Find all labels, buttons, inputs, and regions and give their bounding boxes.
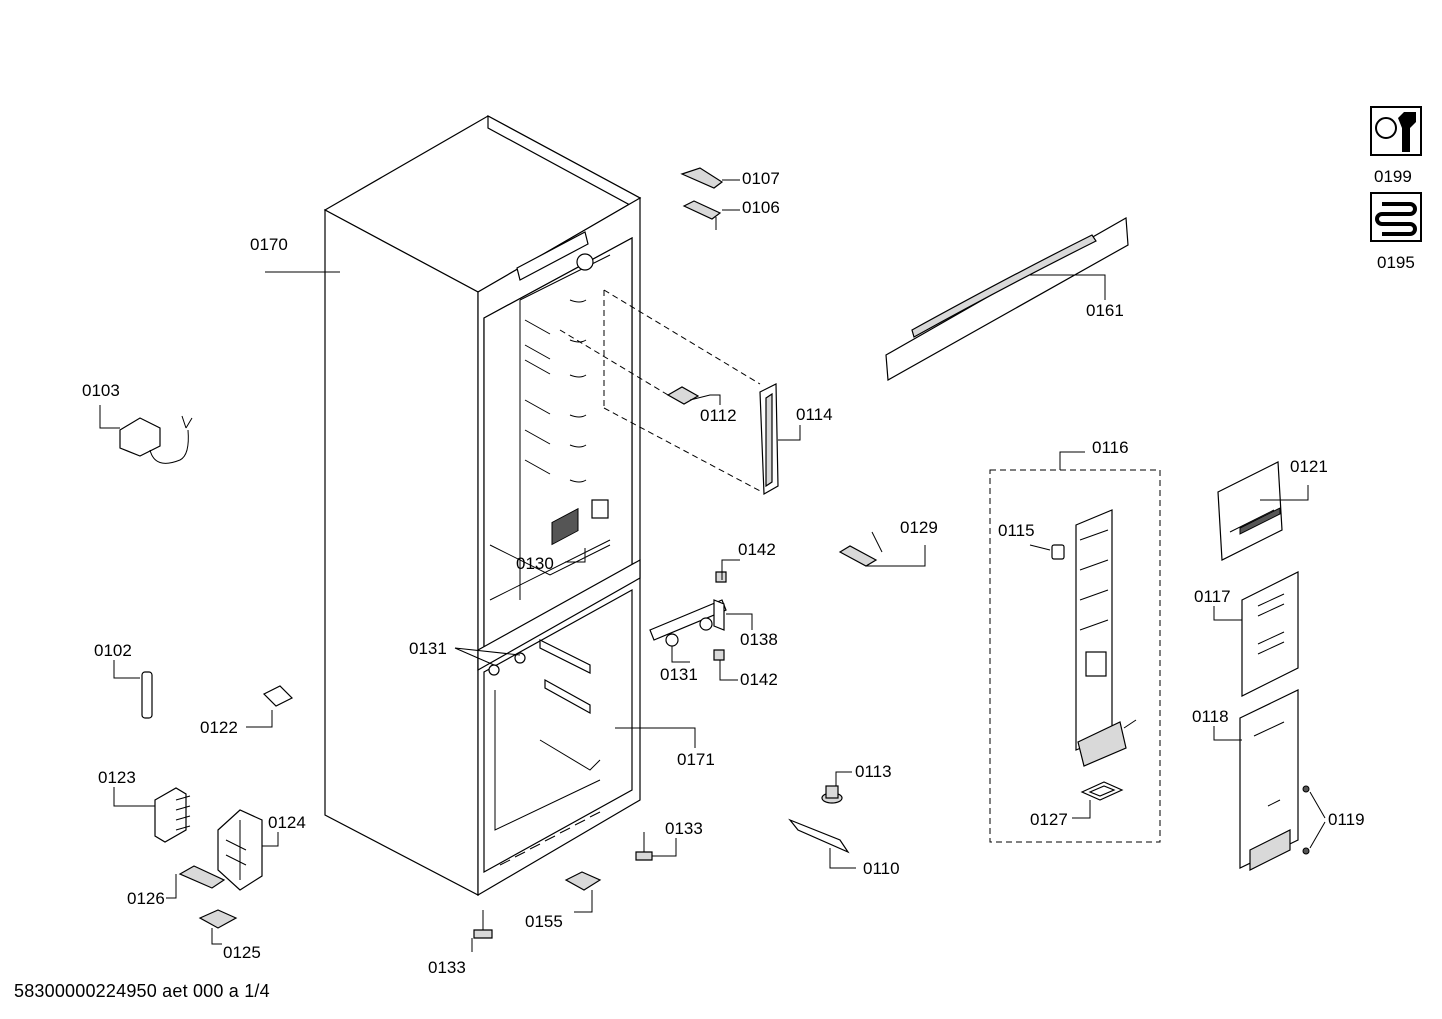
label-0113: 0113	[855, 762, 892, 781]
label-0155: 0155	[525, 912, 563, 931]
label-0112: 0112	[700, 406, 737, 425]
label-0142-top: 0142	[738, 540, 776, 559]
label-0122: 0122	[200, 718, 238, 737]
vent-grille-0121	[1217, 461, 1309, 561]
panel-0118	[1213, 689, 1299, 871]
label-0114: 0114	[796, 405, 833, 424]
part-0113	[821, 771, 852, 804]
part-0123	[113, 787, 191, 843]
label-0195: 0195	[1377, 253, 1415, 272]
label-0125: 0125	[223, 943, 261, 962]
label-0126: 0126	[127, 889, 165, 908]
label-0131-left: 0131	[409, 639, 447, 658]
label-0199: 0199	[1374, 167, 1412, 186]
door-trim-0161	[885, 217, 1129, 381]
hinge-bracket-0106	[682, 200, 740, 230]
part-0125	[198, 909, 238, 945]
hinge-cover-0107	[680, 167, 740, 189]
label-0129: 0129	[900, 518, 938, 537]
label-0102: 0102	[94, 641, 132, 660]
label-0133-upper: 0133	[665, 819, 703, 838]
part-0129	[838, 531, 926, 567]
label-0170: 0170	[250, 235, 288, 254]
part-0102	[113, 660, 153, 719]
label-0161: 0161	[1086, 301, 1124, 320]
board-0124	[217, 809, 279, 891]
lamp-0112	[666, 386, 721, 405]
label-0142-bottom: 0142	[740, 670, 778, 689]
panel-0117	[1213, 571, 1299, 697]
label-0131-right: 0131	[660, 665, 698, 684]
refrigerant-coil-icon	[1370, 192, 1422, 242]
label-0123: 0123	[98, 768, 136, 787]
label-0121: 0121	[1290, 457, 1328, 476]
label-0110: 0110	[863, 859, 900, 878]
control-module-0116	[989, 451, 1161, 843]
part-0126	[166, 865, 226, 899]
part-0122	[246, 685, 294, 728]
part-0155	[564, 871, 602, 913]
screws-0131	[454, 647, 526, 676]
label-0127: 0127	[1030, 810, 1068, 829]
label-0106: 0106	[742, 198, 780, 217]
foot-0133-lower	[471, 910, 493, 952]
document-id: 58300000224950 aet 000 a 1/4	[14, 981, 270, 1001]
label-0124: 0124	[268, 813, 306, 832]
label-0138: 0138	[740, 630, 778, 649]
label-0133-lower: 0133	[428, 958, 466, 977]
label-0116: 0116	[1092, 438, 1129, 457]
bracket-0110	[788, 818, 856, 869]
label-0119: 0119	[1328, 810, 1365, 829]
label-0103: 0103	[82, 381, 120, 400]
power-plug-0103	[99, 405, 193, 464]
label-0115: 0115	[998, 521, 1035, 540]
cabinet-0170	[323, 114, 642, 897]
service-wrench-icon	[1370, 106, 1422, 156]
hinge-0138	[649, 559, 753, 681]
lamp-cover-0114	[759, 383, 801, 496]
label-0107: 0107	[742, 169, 780, 188]
label-0171: 0171	[677, 750, 715, 769]
foot-0133-upper	[635, 832, 677, 861]
label-0117: 0117	[1194, 587, 1231, 606]
label-0130: 0130	[516, 554, 554, 573]
label-0118: 0118	[1192, 707, 1229, 726]
screws-0119	[1302, 785, 1326, 855]
